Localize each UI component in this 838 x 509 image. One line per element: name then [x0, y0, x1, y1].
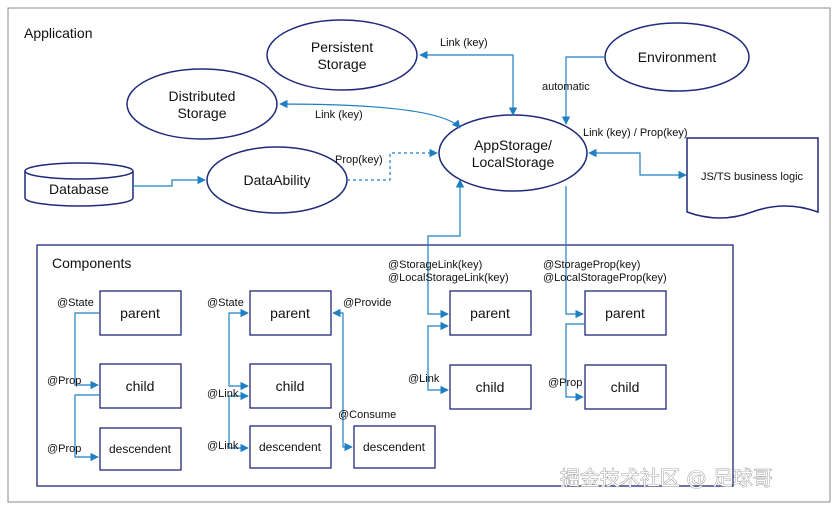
g2-decorator-state: @State — [207, 297, 244, 309]
distributed-storage-label-1: Distributed — [169, 88, 236, 104]
g2-edge-parent-child — [228, 308, 249, 391]
application-frame — [7, 7, 831, 503]
g2-edge-child-descendent — [228, 391, 249, 453]
g4-child-label: child — [611, 379, 640, 395]
watermark: 掘金技术社区 @ 足球哥 — [560, 466, 773, 490]
g4-storageprop-label-1: @StorageProp(key) — [543, 259, 640, 271]
g1-edge-child-descendent — [74, 394, 100, 462]
edge-appstorage-distributed — [279, 99, 461, 129]
g1-parent-label: parent — [120, 305, 160, 321]
g2-descendent-label: descendent — [259, 440, 322, 454]
edge-label-link-persistent: Link (key) — [440, 37, 488, 49]
g2-parent-box — [249, 290, 332, 336]
g1-descendent-box — [99, 427, 182, 471]
g1-edge-parent-child — [74, 312, 100, 390]
g3-storagelink-label-1: @StorageLink(key) — [388, 259, 482, 271]
g3-edge-appstorage-parent — [427, 179, 465, 319]
edge-environment-appstorage — [561, 56, 605, 125]
g2-child-label: child — [276, 378, 305, 394]
appstorage-node — [438, 114, 588, 192]
g4-child-box — [584, 364, 667, 410]
g3-parent-label: parent — [470, 305, 510, 321]
environment-label: Environment — [638, 49, 717, 65]
g1-child-label: child — [126, 378, 155, 394]
g3-storagelink-label-2: @LocalStorageLink(key) — [388, 272, 509, 284]
g2-child-box — [249, 363, 332, 409]
business-logic-node — [686, 137, 819, 219]
g3-decorator-link: @Link — [408, 373, 440, 385]
distributed-storage-node — [126, 68, 278, 140]
edge-dataability-appstorage — [347, 148, 438, 181]
edge-label-automatic: automatic — [542, 81, 590, 93]
g4-parent-label: parent — [605, 305, 645, 321]
persistent-storage-label-1: Persistent — [311, 39, 373, 55]
g4-parent-box — [584, 290, 667, 336]
edge-label-prop-dataability: Prop(key) — [335, 154, 383, 166]
persistent-storage-node — [266, 19, 418, 91]
g2-edge-provide-consume — [332, 308, 353, 452]
g2-decorator-consume: @Consume — [338, 409, 396, 421]
g4-storageprop-label-2: @LocalStorageProp(key) — [543, 272, 667, 284]
g3-edge-parent-child — [427, 321, 449, 395]
g4-decorator-prop: @Prop — [548, 377, 582, 389]
g1-decorator-prop-2: @Prop — [47, 443, 81, 455]
appstorage-label-1: AppStorage/ — [474, 137, 552, 153]
application-title: Application — [24, 25, 93, 41]
business-logic-label: JS/TS business logic — [701, 171, 804, 183]
g4-edge-parent-child — [565, 323, 585, 402]
g1-decorator-state: @State — [57, 297, 94, 309]
distributed-storage-label-2: Storage — [177, 105, 226, 121]
dataability-label: DataAbility — [244, 172, 311, 188]
edge-appstorage-business — [588, 148, 687, 180]
g2-decorator-link-1: @Link — [207, 388, 239, 400]
g4-edge-appstorage-parent — [565, 186, 584, 319]
g2-consume-descendent-label: descendent — [363, 440, 426, 454]
components-title: Components — [52, 255, 131, 271]
edge-appstorage-persistent — [419, 50, 518, 116]
g2-parent-label: parent — [270, 305, 310, 321]
edge-label-link-prop-business: Link (key) / Prop(key) — [583, 127, 688, 139]
g1-child-box — [99, 363, 182, 409]
g1-descendent-label: descendent — [109, 442, 172, 456]
g2-consume-descendent-box — [353, 425, 436, 469]
persistent-storage-label-2: Storage — [317, 56, 366, 72]
g1-decorator-prop-1: @Prop — [47, 375, 81, 387]
database-node — [24, 162, 134, 207]
components-frame — [36, 244, 734, 487]
g2-decorator-provide: @Provide — [343, 297, 391, 309]
g2-descendent-box — [249, 425, 332, 469]
g3-child-box — [449, 364, 532, 410]
appstorage-label-2: LocalStorage — [472, 154, 555, 170]
g3-child-label: child — [476, 379, 505, 395]
g2-decorator-link-2: @Link — [207, 440, 239, 452]
database-label: Database — [49, 181, 109, 197]
edge-database-dataability — [133, 175, 206, 187]
edge-label-link-distributed: Link (key) — [315, 109, 363, 121]
